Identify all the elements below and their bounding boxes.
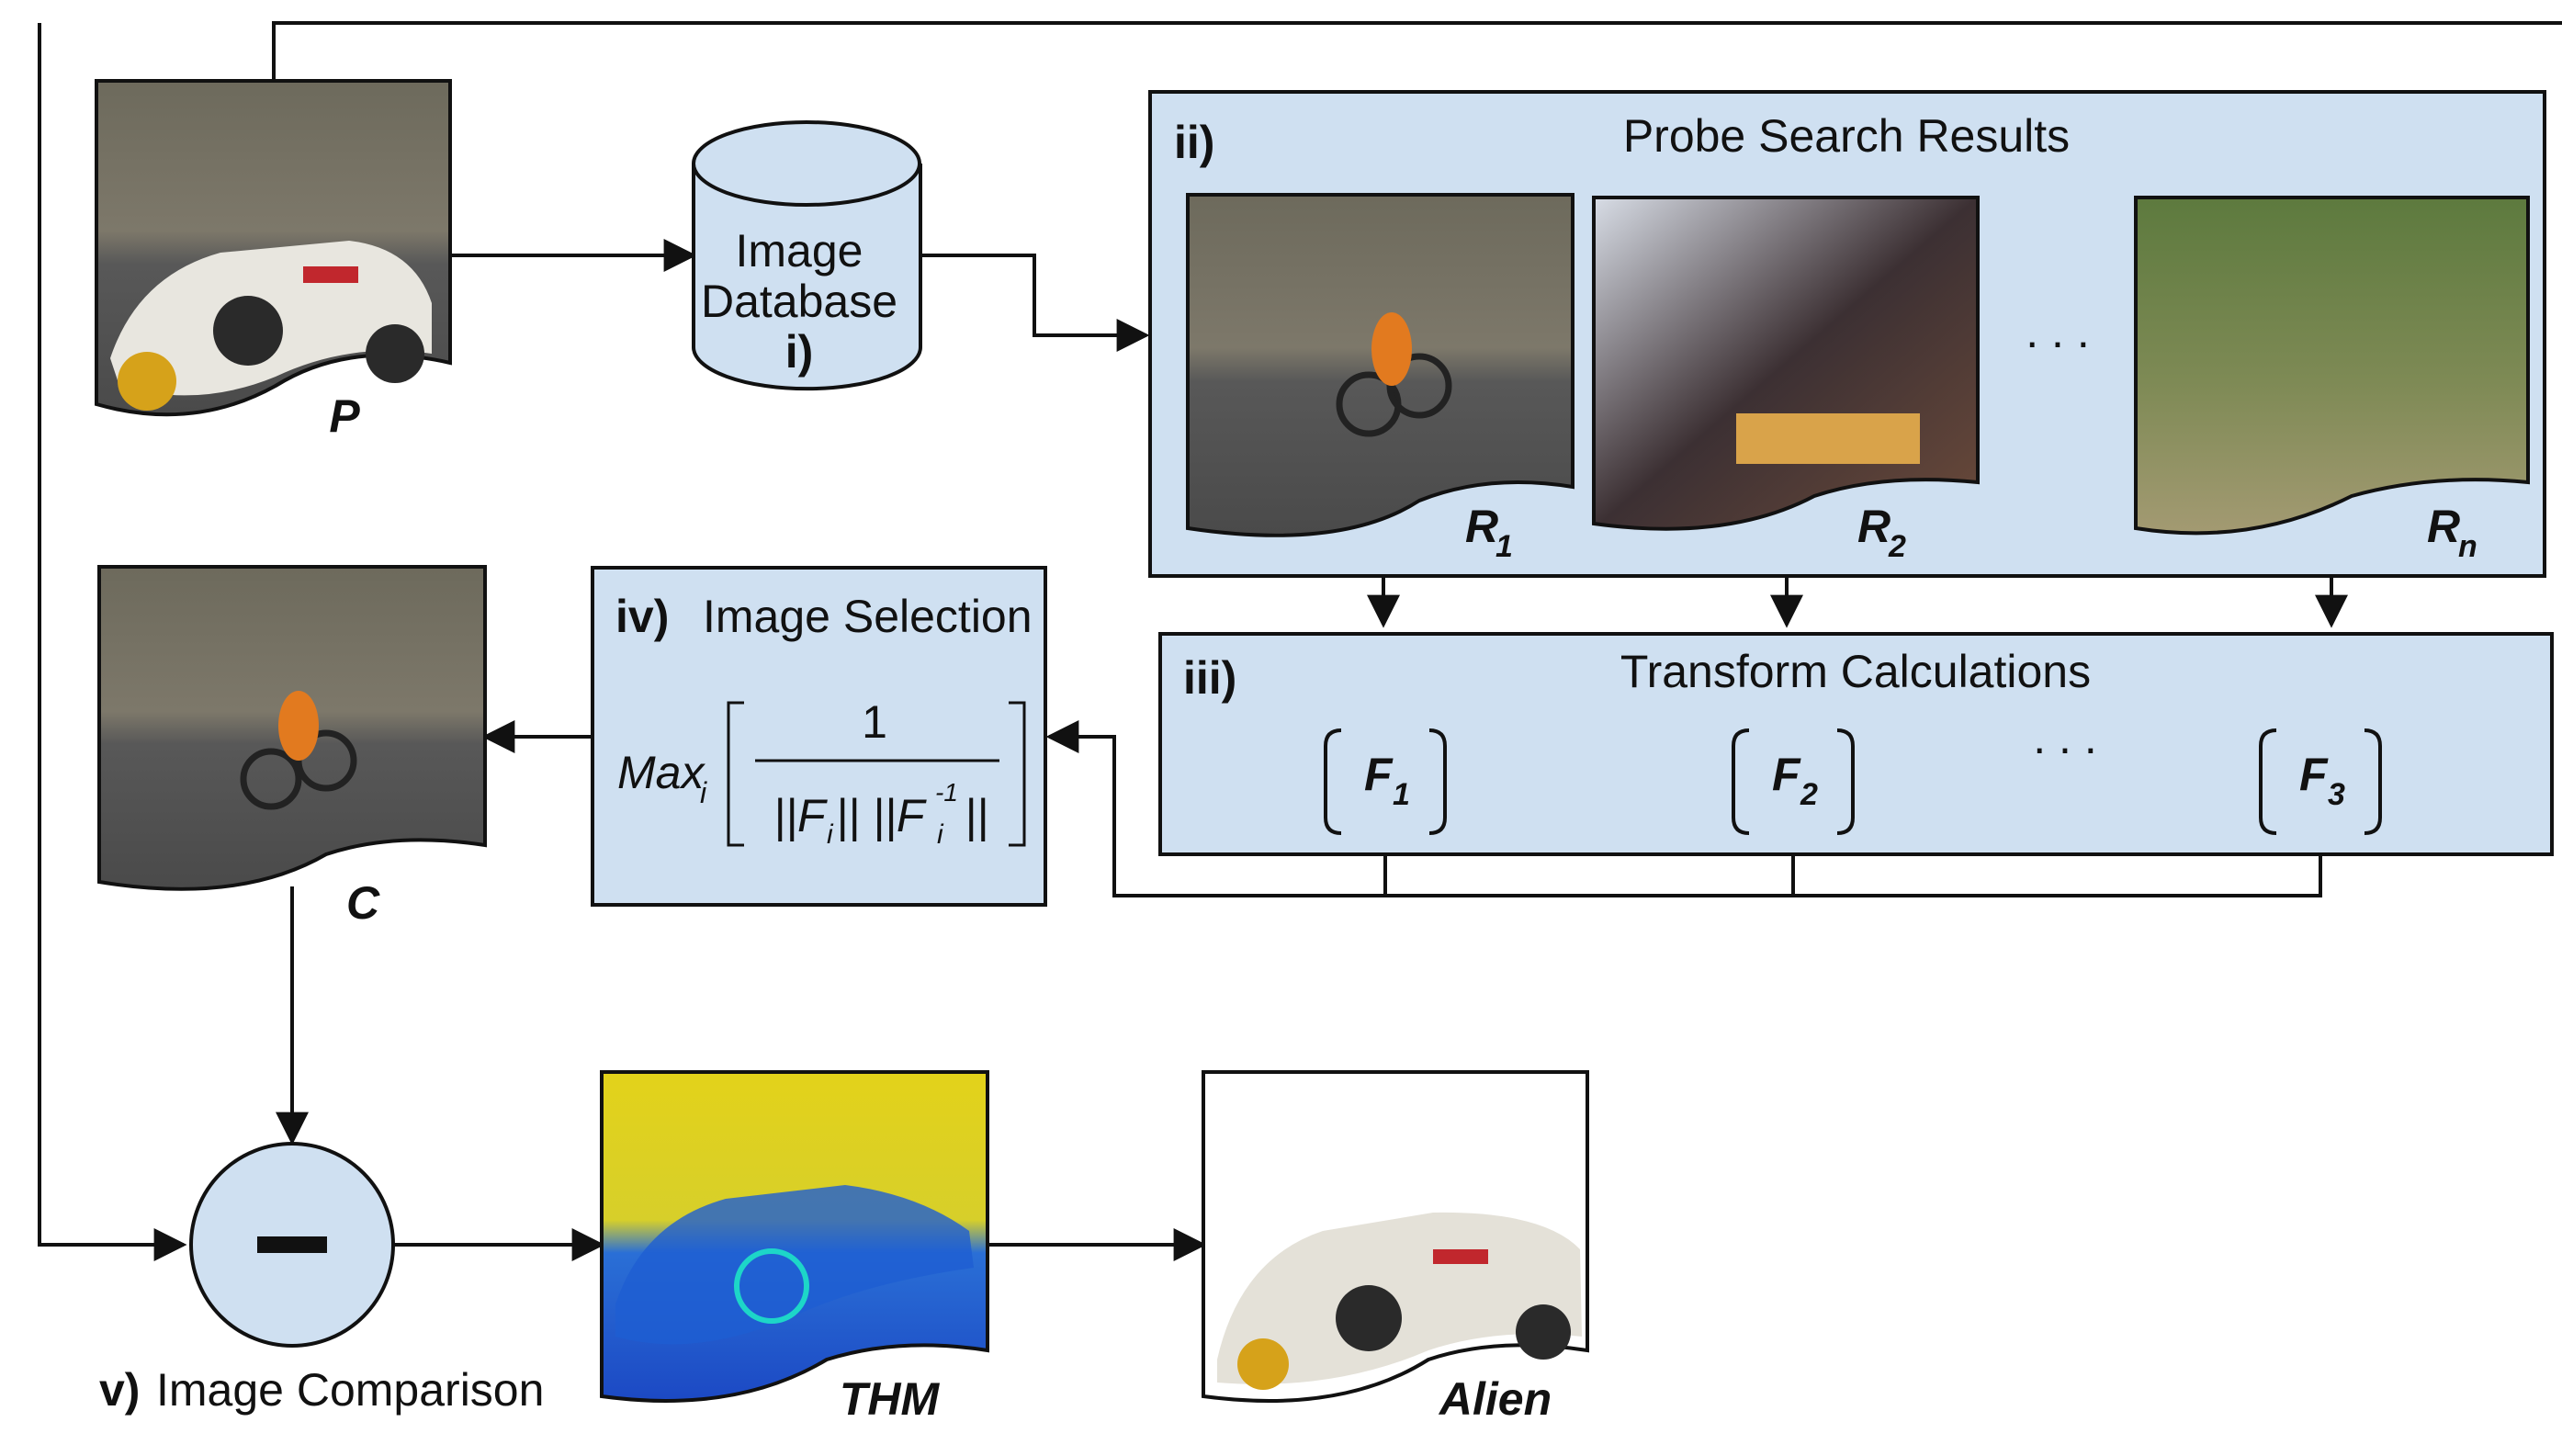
transform-calculations-box: iii) Transform Calculations . . . F 1 F … (1158, 632, 2554, 856)
transform-f2-sub: 2 (1800, 777, 1818, 812)
alien-image: Alien (1202, 1070, 1589, 1425)
image-selection-box: iv) Image Selection Max i 1 ||F i || ||F… (591, 566, 1047, 907)
transform-f3-sub: 3 (2328, 777, 2345, 812)
f3-to-selection-line (1793, 838, 2322, 897)
database-label-line1: Image (736, 225, 863, 277)
search-tag: ii) (1174, 117, 1214, 168)
svg-text:-1: -1 (935, 778, 958, 807)
transform-f2 (1732, 728, 1855, 835)
database-to-search-arrow (920, 254, 1150, 352)
thm-image: THM (600, 1070, 989, 1425)
probe-to-comparison-line (38, 23, 187, 1261)
result-label-r1: R 1 (1465, 501, 1513, 564)
result-image-r2 (1592, 196, 1980, 531)
image-database: Image Database i) (692, 120, 922, 391)
transform-f3-label: F (2299, 749, 2329, 800)
transform-title: Transform Calculations (1620, 646, 2091, 697)
minus-operator-icon (257, 1236, 327, 1253)
database-tag: i) (785, 326, 814, 378)
search-title: Probe Search Results (1623, 110, 2070, 162)
svg-text:1: 1 (1495, 529, 1513, 564)
result-image-rn (2134, 196, 2530, 536)
transform-to-selection-line (1045, 720, 1387, 897)
svg-text:i: i (937, 819, 944, 850)
candidate-image: C (97, 565, 487, 929)
comparison-label: Image Comparison (156, 1364, 544, 1416)
transform-f2-label: F (1772, 749, 1801, 800)
selection-title: Image Selection (703, 591, 1033, 642)
probe-search-results-box: ii) Probe Search Results . . . R 1 R 2 R… (1148, 90, 2546, 578)
candidate-label: C (346, 877, 380, 929)
probe-image: P (95, 79, 452, 442)
svg-text:R: R (1465, 501, 1498, 552)
alien-label: Alien (1438, 1373, 1552, 1425)
alien-car-picture (1217, 1212, 1582, 1390)
svg-text:R: R (1857, 501, 1890, 552)
transform-f1 (1324, 728, 1447, 835)
selection-max: Max (617, 747, 705, 798)
search-ellipsis: . . . (2026, 306, 2089, 357)
svg-text:||: || (965, 790, 988, 842)
result-label-rn: R n (2427, 501, 2477, 564)
transform-f1-label: F (1364, 749, 1394, 800)
transform-f3 (2259, 728, 2382, 835)
svg-text:|| ||F: || ||F (836, 790, 927, 842)
comparison-tag: v) (99, 1364, 140, 1416)
selection-tag: iv) (615, 591, 669, 642)
svg-text:2: 2 (1888, 529, 1906, 564)
transform-tag: iii) (1183, 652, 1236, 704)
selection-denominator: ||F i || ||F i -1 || (773, 778, 988, 850)
image-comparison: v) Image Comparison (99, 1142, 544, 1416)
svg-text:R: R (2427, 501, 2460, 552)
selection-numerator: 1 (862, 696, 887, 748)
feedback-line (272, 21, 2562, 81)
rally-car-picture (110, 241, 432, 411)
result-image-r1 (1186, 193, 1574, 537)
selection-brackets (727, 701, 1026, 847)
transform-f1-sub: 1 (1393, 777, 1410, 812)
database-label-line2: Database (701, 276, 897, 327)
svg-text:||F: ||F (773, 790, 828, 842)
selection-max-sub: i (700, 776, 707, 809)
thm-label: THM (840, 1373, 941, 1425)
svg-text:i: i (827, 819, 834, 850)
transform-ellipsis: . . . (2033, 712, 2096, 763)
result-label-r2: R 2 (1857, 501, 1906, 564)
probe-label: P (329, 390, 360, 442)
svg-text:n: n (2458, 529, 2477, 564)
